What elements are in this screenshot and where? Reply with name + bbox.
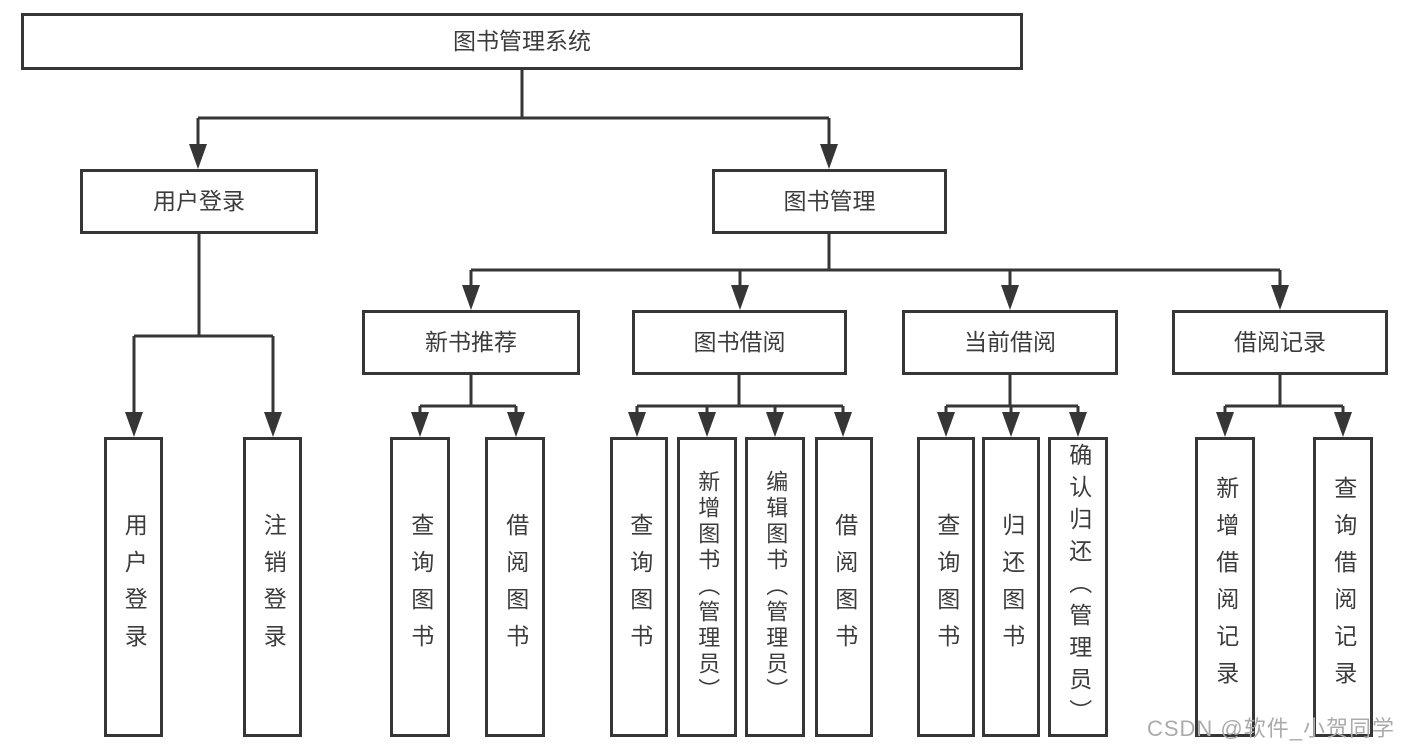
leaf-edit-books-admin: 编辑图书（管理员） — [745, 437, 805, 737]
leaf-current-query-books: 查询图书 — [917, 437, 975, 737]
leaf-recommend-query-books: 查询图书 — [390, 437, 450, 737]
node-root: 图书管理系统 — [21, 13, 1023, 70]
node-book-management: 图书管理 — [712, 169, 947, 234]
down-arrowheads — [125, 144, 1352, 437]
node-book-borrow: 图书借阅 — [632, 310, 847, 375]
leaf-user-login: 用户登录 — [104, 437, 163, 737]
connector-lines — [132, 70, 1345, 413]
leaf-query-borrow-record: 查询借阅记录 — [1313, 437, 1373, 737]
node-current-borrow: 当前借阅 — [902, 310, 1118, 375]
node-new-book-recommend: 新书推荐 — [362, 310, 580, 375]
leaf-borrow-query-books: 查询图书 — [610, 437, 668, 737]
node-user-login: 用户登录 — [80, 169, 318, 234]
watermark: CSDN @软件_小贺同学 — [1146, 716, 1395, 741]
leaf-add-books-admin: 新增图书（管理员） — [677, 437, 737, 737]
leaf-confirm-return-admin: 确认归还（管理员） — [1048, 437, 1108, 737]
leaf-logout-login: 注销登录 — [243, 437, 302, 737]
leaf-return-books: 归还图书 — [982, 437, 1040, 737]
leaf-add-borrow-record: 新增借阅记录 — [1195, 437, 1255, 737]
leaf-borrow-books: 借阅图书 — [815, 437, 873, 737]
leaf-recommend-borrow-books: 借阅图书 — [485, 437, 545, 737]
node-borrow-records: 借阅记录 — [1172, 310, 1388, 375]
